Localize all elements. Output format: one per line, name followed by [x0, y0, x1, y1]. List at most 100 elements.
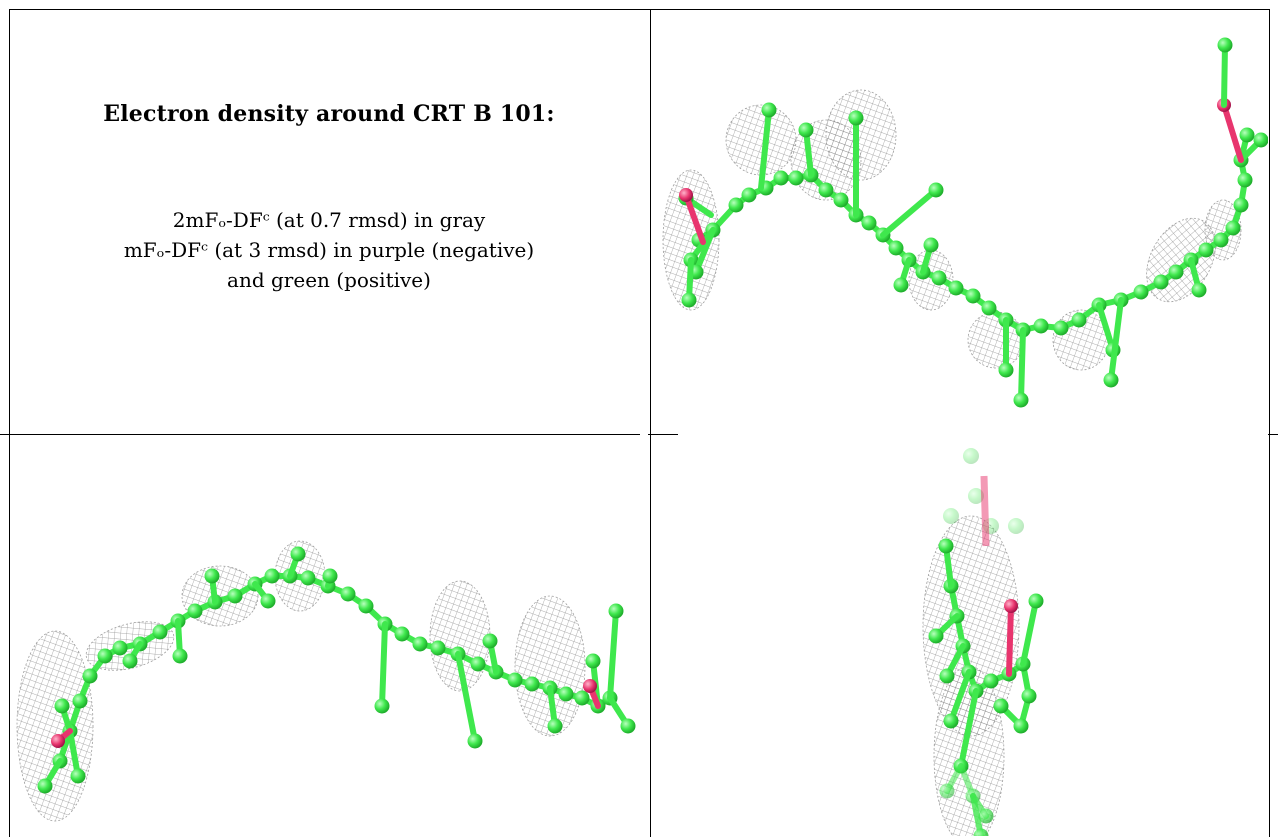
oxygen-bond [683, 192, 706, 245]
carbon-atom [524, 676, 540, 692]
carbon-atom [1213, 232, 1229, 248]
methyl-carbon-atom [585, 653, 601, 669]
carbon-atom [728, 197, 744, 213]
carbon-atom [981, 300, 997, 316]
carbon-atom [861, 215, 877, 231]
oxygen-bond [1006, 603, 1014, 677]
carbon-atom [72, 693, 88, 709]
bond [948, 669, 972, 724]
bond [958, 688, 979, 769]
bond [1020, 598, 1039, 667]
methyl-carbon-atom [122, 653, 138, 669]
methyl-carbon-atom [939, 668, 955, 684]
methyl-carbon-atom [848, 110, 864, 126]
density-mesh [967, 311, 1025, 369]
density-legend: 2mFₒ-DFᶜ (at 0.7 rmsd) in gray mFₒ-DFᶜ (… [9, 205, 649, 295]
grid-row-divider-right [1268, 434, 1278, 435]
carbon-atom [152, 624, 168, 640]
methyl-carbon-atom [620, 718, 636, 734]
carbon-atom-faded [1008, 518, 1024, 534]
methyl-carbon-atom [1253, 132, 1268, 148]
carbon-atom [1053, 320, 1069, 336]
carbon-atom [1198, 242, 1214, 258]
methyl-carbon-atom [893, 277, 909, 293]
oxygen-atom [51, 734, 65, 748]
density-mesh [825, 89, 897, 181]
methyl-carbon-atom [172, 648, 188, 664]
grid-row-divider-mid [648, 434, 678, 435]
methyl-carbon-atom [374, 698, 390, 714]
bond [455, 651, 478, 744]
methyl-carbon-atom [998, 362, 1014, 378]
oxygen-atom [1004, 599, 1018, 613]
methyl-carbon-atom [608, 603, 624, 619]
methyl-carbon-atom [1103, 372, 1119, 388]
methyl-carbon-atom [1239, 127, 1255, 143]
carbon-atom [82, 668, 98, 684]
figure-title: Electron density around CRT B 101: [103, 101, 555, 127]
molecule-render-1 [662, 37, 1268, 408]
bond [67, 728, 81, 779]
oxygen-bond [1221, 102, 1244, 163]
density-mesh [908, 249, 954, 311]
legend-line-green: and green (positive) [227, 268, 431, 292]
carbon-atom [558, 686, 574, 702]
carbon-atom [888, 240, 904, 256]
carbon-atom [1013, 718, 1029, 734]
carbon-atom-faded [943, 508, 959, 524]
carbon-atom [1237, 172, 1253, 188]
oxygen-atom [679, 188, 693, 202]
carbon-atom [948, 280, 964, 296]
carbon-atom [340, 586, 356, 602]
bond [1018, 327, 1026, 403]
carbon-atom [1071, 312, 1087, 328]
carbon-atom [1168, 264, 1184, 280]
bond [1221, 42, 1228, 108]
methyl-carbon-atom [547, 718, 563, 734]
carbon-atom [412, 636, 428, 652]
methyl-carbon-atom [681, 292, 697, 308]
methyl-carbon-atom [938, 538, 954, 554]
methyl-carbon-atom [798, 122, 814, 138]
methyl-carbon-atom [928, 628, 944, 644]
grid-top-border [9, 9, 1270, 10]
carbon-atom [1225, 220, 1241, 236]
bond [1108, 297, 1124, 383]
bond [607, 608, 619, 701]
carbon-atom [97, 648, 113, 664]
carbon-atom [394, 626, 410, 642]
carbon-atom [1033, 318, 1049, 334]
legend-line-gray: 2mFₒ-DFᶜ (at 0.7 rmsd) in gray [172, 208, 486, 232]
density-mesh [16, 630, 94, 822]
methyl-carbon-atom [290, 546, 306, 562]
bond [379, 621, 388, 709]
carbon-atom [788, 170, 804, 186]
carbon-atom-faded [968, 488, 984, 504]
carbon-atom [470, 656, 486, 672]
grid-right-border [1269, 9, 1270, 837]
carbon-atom [1153, 274, 1169, 290]
carbon-atom [300, 570, 316, 586]
methyl-carbon-atom [939, 783, 955, 799]
methyl-carbon-atom [928, 182, 944, 198]
grid-center-divider [650, 9, 651, 837]
molecule-render-3 [922, 448, 1044, 836]
methyl-carbon-atom [70, 768, 86, 784]
density-mesh [514, 595, 586, 737]
molecule-view-bottom-right [651, 436, 1268, 836]
methyl-carbon-atom [54, 698, 70, 714]
bond [693, 227, 716, 275]
carbon-atom [264, 568, 280, 584]
bond [758, 107, 772, 191]
methyl-carbon-atom [761, 102, 777, 118]
methyl-carbon-atom [978, 808, 994, 824]
carbon-atom [993, 698, 1009, 714]
methyl-carbon-atom [204, 568, 220, 584]
carbon-atom [358, 598, 374, 614]
carbon-atom [1133, 284, 1149, 300]
methyl-carbon-atom [1013, 392, 1029, 408]
carbon-atom [507, 672, 523, 688]
molecule-view-bottom-left [10, 436, 649, 836]
methyl-carbon-atom [923, 237, 939, 253]
carbon-atom [227, 588, 243, 604]
